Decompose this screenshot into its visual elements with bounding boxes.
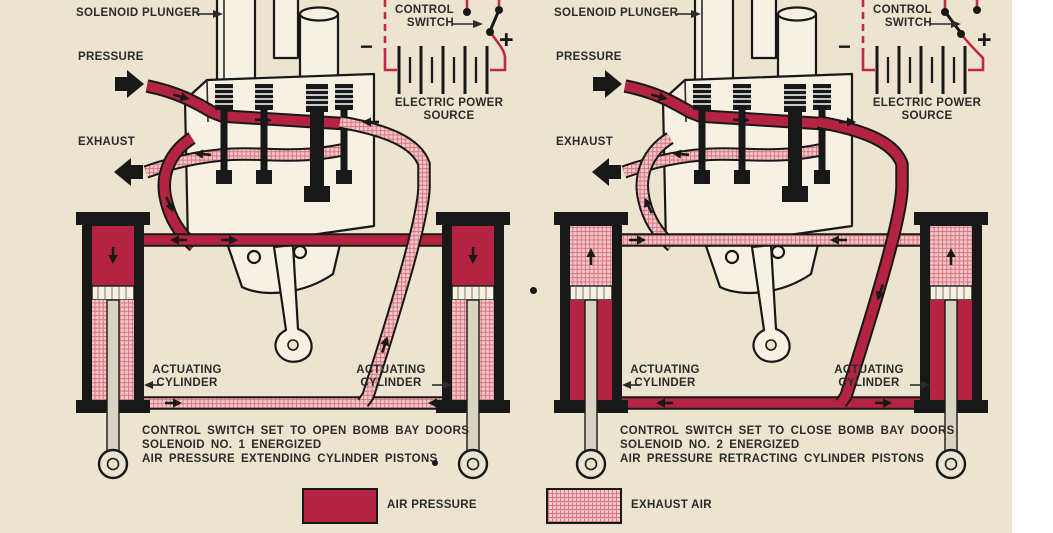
electric-power-source-label: ELECTRIC POWER SOURCE bbox=[872, 97, 982, 123]
air-pressure-legend-label: AIR PRESSURE bbox=[387, 499, 477, 511]
caption-line-2: SOLENOID NO. 2 ENERGIZED bbox=[620, 438, 800, 451]
actuating-cylinder-right bbox=[914, 212, 988, 480]
caption-line-2: SOLENOID NO. 1 ENERGIZED bbox=[142, 438, 322, 451]
ink-speck bbox=[432, 460, 438, 466]
solenoid-plunger-pointer bbox=[676, 10, 701, 18]
ink-speck bbox=[530, 287, 537, 294]
diagram-panel-close: SOLENOID PLUNGER PRESSURE EXHAUST CONTRO… bbox=[480, 0, 992, 480]
exhaust-air-legend-label: EXHAUST AIR bbox=[631, 499, 712, 511]
exhaust-out-arrow-icon bbox=[592, 158, 621, 186]
actuating-cylinder-pointers bbox=[144, 381, 452, 389]
electric-power-source-label: ELECTRIC POWER SOURCE bbox=[394, 97, 504, 123]
battery-icon bbox=[875, 46, 967, 94]
caption-line-1: CONTROL SWITCH SET TO CLOSE BOMB BAY DOO… bbox=[620, 425, 955, 437]
actuating-cylinder-left-label: ACTUATING CYLINDER bbox=[152, 364, 222, 390]
piston-rod bbox=[584, 299, 598, 453]
battery-minus-label: − bbox=[360, 34, 373, 59]
actuating-cylinder-right-label: ACTUATING CYLINDER bbox=[356, 364, 426, 390]
battery-plus-label: + bbox=[977, 26, 992, 54]
valve-to-bottom-pipe bbox=[339, 117, 429, 406]
air-pressure-swatch bbox=[302, 488, 378, 524]
actuating-cylinder-left-label: ACTUATING CYLINDER bbox=[630, 364, 700, 390]
valve-to-bottom-pipe bbox=[817, 117, 907, 406]
battery-icon bbox=[397, 46, 489, 94]
pressure-label: PRESSURE bbox=[556, 51, 622, 63]
control-circuit bbox=[383, 0, 507, 94]
valve-system-drawing bbox=[76, 0, 510, 480]
actuating-cylinder-left bbox=[76, 212, 150, 480]
caption: CONTROL SWITCH SET TO OPEN BOMB BAY DOOR… bbox=[142, 425, 487, 466]
actuating-cylinder-right-label: ACTUATING CYLINDER bbox=[834, 364, 904, 390]
exhaust-out-arrow-icon bbox=[114, 158, 143, 186]
pressure-inlet-pipe bbox=[624, 81, 829, 129]
switch-contact-right bbox=[973, 6, 981, 14]
pressure-in-arrow-icon bbox=[115, 70, 144, 98]
solenoid-valve-units bbox=[693, 84, 831, 202]
pressure-label: PRESSURE bbox=[78, 51, 144, 63]
door-actuating-link bbox=[272, 243, 313, 363]
caption-line-1: CONTROL SWITCH SET TO OPEN BOMB BAY DOOR… bbox=[142, 425, 470, 437]
battery-minus-label: − bbox=[838, 34, 851, 59]
pressure-inlet-pipe bbox=[146, 81, 351, 129]
diagram-panel-open: SOLENOID PLUNGER PRESSURE EXHAUST CONTRO… bbox=[2, 0, 514, 480]
control-switch-label: CONTROL SWITCH bbox=[395, 4, 454, 30]
exhaust-label: EXHAUST bbox=[78, 136, 136, 148]
valve-system-drawing bbox=[554, 0, 988, 480]
solenoid-valve-units bbox=[215, 84, 353, 202]
caption-line-3: AIR PRESSURE RETRACTING CYLINDER PISTONS bbox=[620, 452, 925, 465]
solenoid-plunger-label: SOLENOID PLUNGER bbox=[76, 7, 201, 19]
actuating-cylinder-left bbox=[554, 212, 628, 480]
solenoid-plunger-label: SOLENOID PLUNGER bbox=[554, 7, 679, 19]
switch-contact-left bbox=[941, 8, 949, 16]
control-circuit bbox=[861, 0, 985, 94]
actuating-cylinder-pointers bbox=[622, 381, 930, 389]
actuating-cylinder-right bbox=[436, 212, 510, 480]
switch-contact-left bbox=[463, 8, 471, 16]
caption: CONTROL SWITCH SET TO CLOSE BOMB BAY DOO… bbox=[620, 425, 965, 466]
caption-line-3: AIR PRESSURE EXTENDING CYLINDER PISTONS bbox=[142, 452, 438, 465]
battery-plus-label: + bbox=[499, 26, 514, 54]
pressure-in-arrow-icon bbox=[593, 70, 622, 98]
fittings bbox=[724, 244, 786, 265]
piston-rod bbox=[106, 299, 120, 453]
exhaust-air-swatch bbox=[546, 488, 622, 524]
switch-contact-right bbox=[495, 6, 503, 14]
exhaust-label: EXHAUST bbox=[556, 136, 614, 148]
control-switch-label: CONTROL SWITCH bbox=[873, 4, 932, 30]
door-actuating-link bbox=[750, 243, 791, 363]
solenoid-plunger-pointer bbox=[198, 10, 223, 18]
fittings bbox=[246, 244, 308, 265]
